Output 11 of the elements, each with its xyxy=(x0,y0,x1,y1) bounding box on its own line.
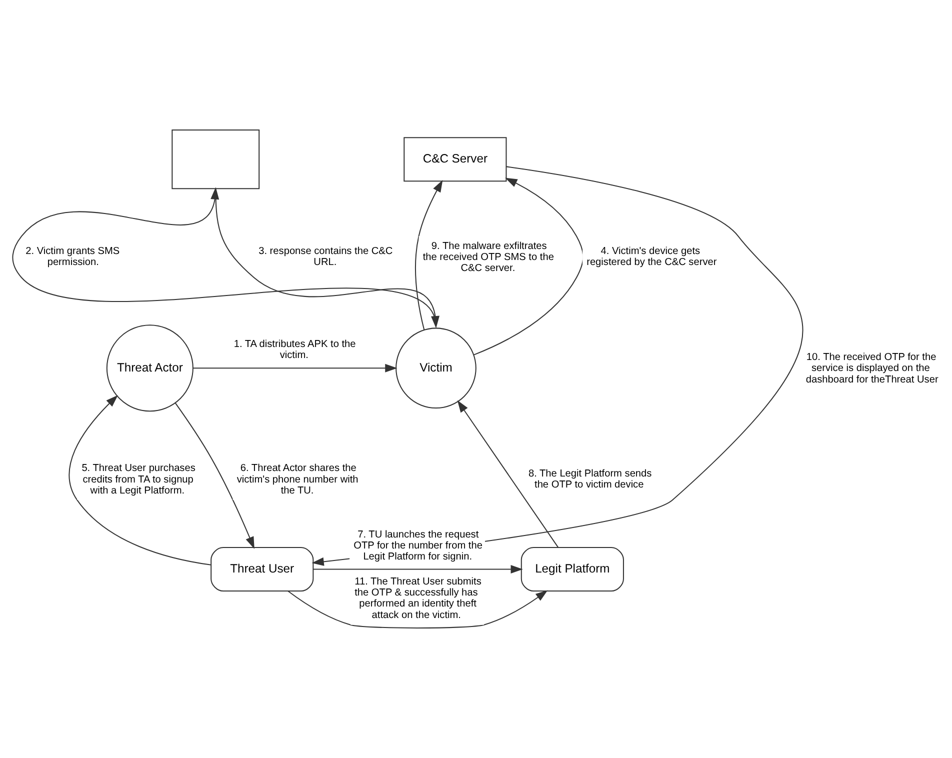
edge-label: 4. Victim's device gets registered by the C&C server xyxy=(586,246,717,268)
edge-label: 10. The received OTP for the service is displayed on the dashboard for theThreat User xyxy=(806,352,938,386)
edge-label: 6. Threat Actor shares the victim's phone number with the TU. xyxy=(236,463,358,496)
edge-label: 9. The malware exfiltrates the received OTP SMS to the C&C server. xyxy=(422,240,554,274)
edge-label: 5. Threat User purchases credits from TA to signup with a Legit Platform. xyxy=(82,463,196,496)
edge-label: 7. TU launches the request OTP for the number from the Legit Platform for signin. xyxy=(354,529,482,563)
edge-label: 8. The Legit Platform sends the OTP to victim device xyxy=(528,468,652,490)
edge-label: 1. TA distributes APK to the victim. xyxy=(234,338,356,361)
edge-label: 11. The Threat User submits the OTP & successfully has performed an identity theft attack on the victim. xyxy=(354,576,482,621)
edge-label: 2. Victim grants SMS permission. xyxy=(26,246,120,268)
edge-label: 3. response contains the C&C URL. xyxy=(258,246,393,268)
